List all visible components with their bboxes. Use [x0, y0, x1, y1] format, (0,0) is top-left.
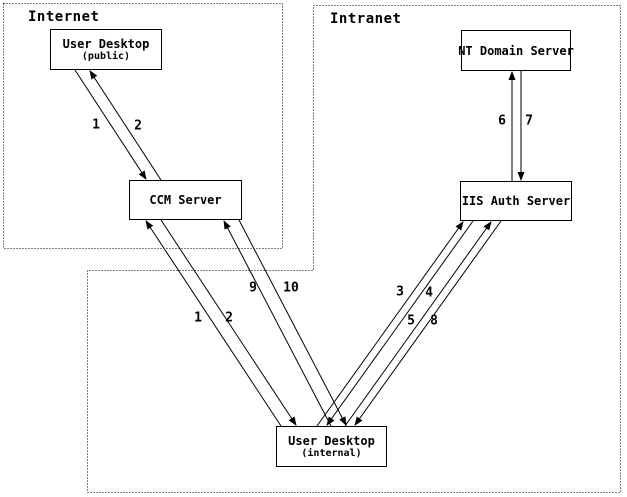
arrow-iis-to-internal-desktop-4 — [326, 220, 474, 426]
node-user-desktop-internal: User Desktop (internal) — [276, 426, 387, 467]
arrow-iis-to-internal-desktop-8 — [354, 220, 502, 426]
arrow-internal-desktop-to-iis-5 — [344, 221, 492, 427]
edge-label-step-2-internal: 2 — [225, 310, 233, 326]
zone-label-intranet: Intranet — [330, 11, 402, 27]
arrow-ccm-to-internal-desktop — [160, 219, 297, 426]
node-iis-auth-server: IIS Auth Server — [460, 181, 572, 221]
arrow-public-desktop-to-ccm — [74, 69, 147, 180]
edge-label-step-1-internal: 1 — [194, 310, 202, 326]
edge-label-step-3: 3 — [396, 284, 404, 300]
edge-label-step-6: 6 — [498, 113, 506, 129]
internet-zone-border — [3, 3, 283, 249]
edge-label-step-2-public: 2 — [134, 118, 142, 134]
arrow-internal-desktop-to-ccm — [145, 220, 282, 427]
node-user-desktop-internal-subtitle: (internal) — [301, 448, 362, 459]
zone-label-internet: Internet — [28, 9, 100, 25]
edge-label-step-8: 8 — [430, 313, 438, 329]
edge-label-step-5: 5 — [407, 313, 415, 329]
edge-label-step-4: 4 — [425, 285, 433, 301]
edge-label-step-1-public: 1 — [92, 117, 100, 133]
node-user-desktop-public-title: User Desktop — [62, 37, 150, 51]
arrow-ccm-to-public-desktop — [89, 70, 162, 181]
edge-label-step-10: 10 — [283, 280, 299, 296]
node-user-desktop-internal-title: User Desktop — [288, 434, 375, 448]
node-ccm-server-title: CCM Server — [149, 193, 222, 207]
node-nt-domain-server-title: NT Domain Server — [458, 43, 574, 58]
node-user-desktop-public-subtitle: (public) — [81, 51, 131, 62]
node-ccm-server: CCM Server — [129, 180, 242, 220]
arrow-ccm-to-internal-desktop-10 — [238, 219, 347, 426]
intranet-zone-border — [87, 5, 621, 493]
arrow-internal-desktop-to-ccm-9 — [223, 220, 332, 427]
edge-label-step-7: 7 — [525, 113, 533, 129]
arrow-internal-desktop-to-iis-3 — [316, 221, 464, 427]
node-iis-auth-server-title: IIS Auth Server — [461, 194, 571, 208]
node-nt-domain-server: NT Domain Server — [458, 30, 574, 71]
edge-label-step-9: 9 — [249, 280, 257, 296]
node-user-desktop-public: User Desktop (public) — [50, 29, 162, 70]
